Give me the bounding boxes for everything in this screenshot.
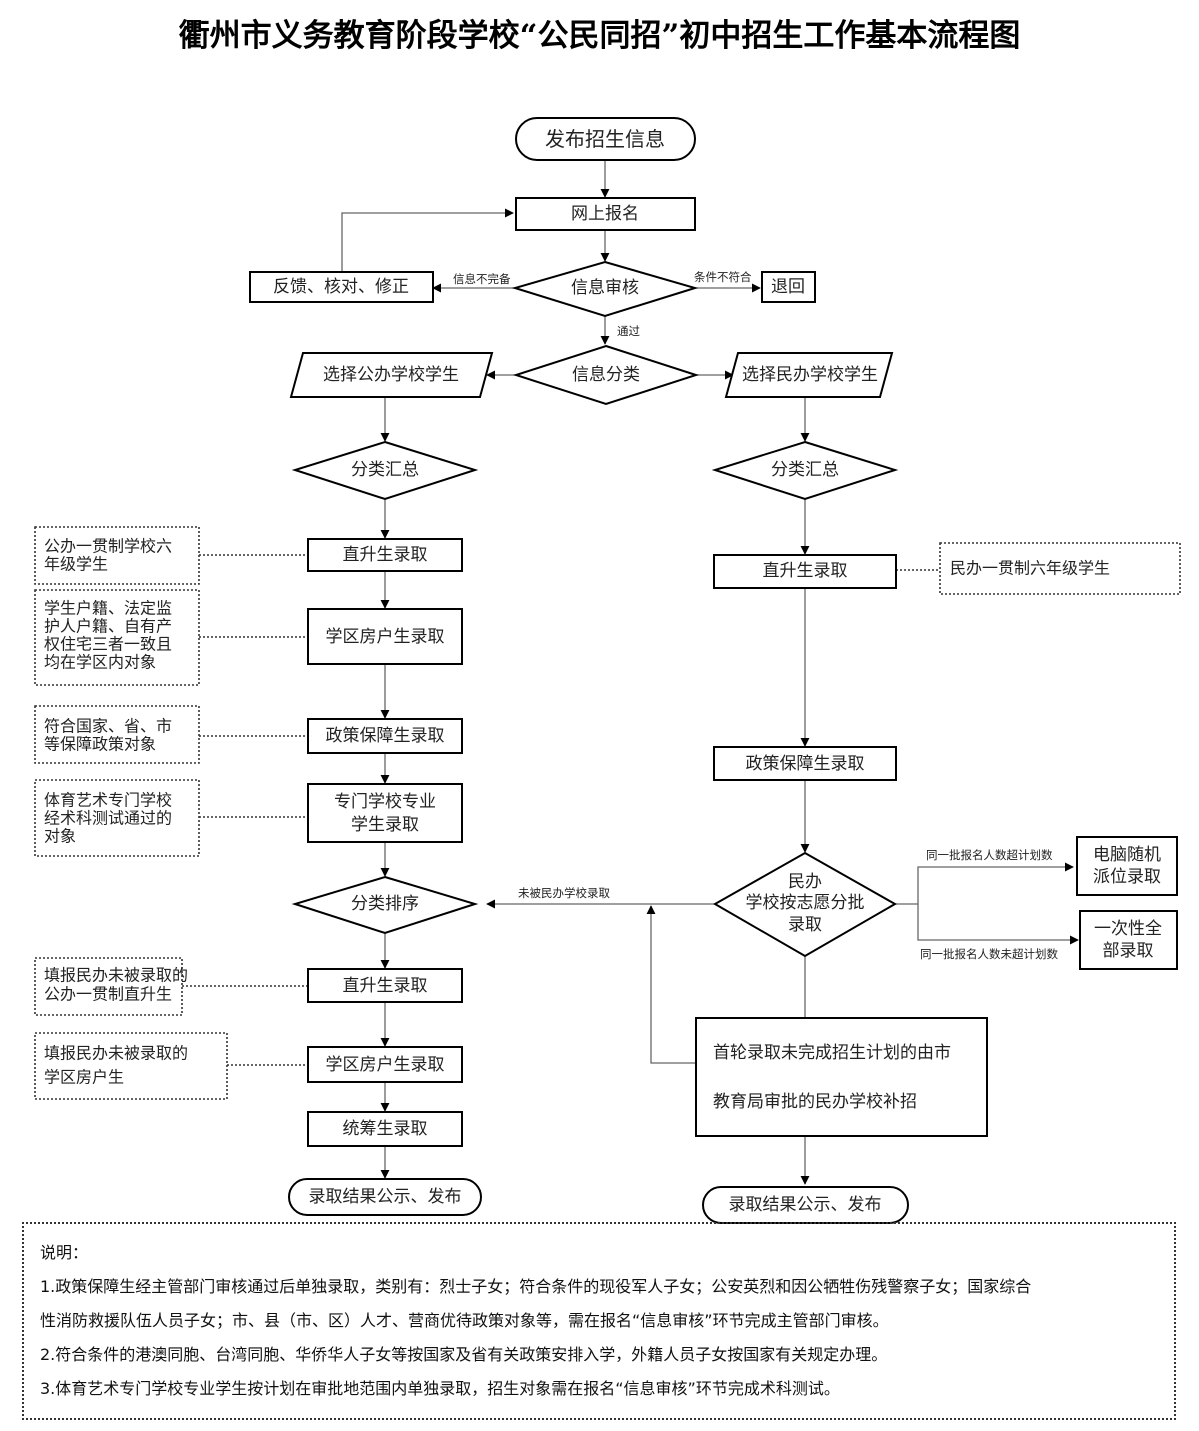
private-direct-box [713, 554, 897, 589]
annotation-box [939, 542, 1181, 595]
annotation-box [34, 589, 200, 686]
signup-box [515, 197, 696, 231]
return-label: 退回 [771, 277, 805, 297]
public-direct-box [307, 538, 463, 572]
edge-feedback-signup [341, 208, 514, 272]
annotation-box [34, 705, 200, 764]
review-diamond [511, 260, 699, 318]
edge-label-passed: 通过 [617, 324, 640, 338]
notes-item: 3.体育艺术专门学校专业学生按计划在审批地范围内单独录取，招生对象需在报名“信息… [40, 1379, 840, 1398]
feedback-box [249, 271, 434, 303]
public-special-label-1: 专门学校专业 [334, 792, 436, 812]
public-district2-label: 学区房户生录取 [326, 1055, 445, 1075]
notes-box: 说明： 1.政策保障生经主管部门审核通过后单独录取，类别有：烈士子女；符合条件的… [22, 1222, 1176, 1420]
edge-label-not-qualified: 条件不符合 [694, 270, 752, 284]
lottery-label-1: 电脑随机 [1093, 845, 1161, 865]
edge-label-not-admitted: 未被民办学校录取 [518, 886, 610, 900]
public-district-box [307, 608, 463, 665]
private-direct-label: 直升生录取 [763, 561, 848, 581]
public-direct2-box [307, 968, 463, 1003]
notes-item: 性消防救援队伍人员子女；市、县（市、区）人才、营商优待政策对象等，需在报名“信息… [40, 1311, 889, 1330]
annot-public-special-3: 对象 [44, 827, 76, 846]
supplement-label-1: 首轮录取未完成招生计划的由市 [713, 1043, 951, 1063]
annot-public-district-3: 权住宅三者一致且 [44, 635, 172, 654]
private-choice-label: 选择民办学校学生 [742, 365, 878, 385]
start-label: 发布招生信息 [545, 127, 665, 151]
edge-label-incomplete: 信息不完备 [453, 272, 511, 286]
start-terminal [515, 117, 696, 161]
annot-public-policy-1: 符合国家、省、市 [44, 717, 172, 736]
public-special-box [307, 783, 463, 843]
public-summary-diamond [291, 440, 479, 501]
return-box [761, 271, 816, 303]
edge-label-under-plan: 同一批报名人数未超计划数 [920, 947, 1058, 961]
supplement-label-2: 教育局审批的民办学校补招 [713, 1092, 917, 1112]
private-choice-parallelogram [724, 352, 894, 398]
public-sort-label: 分类排序 [351, 894, 419, 914]
annot-public-special-1: 体育艺术专门学校 [44, 791, 172, 810]
private-policy-box [713, 746, 897, 781]
annot-private-direct: 民办一贯制六年级学生 [950, 559, 1110, 578]
annot-public-district2-2: 学区房户生 [44, 1068, 124, 1087]
lottery-label-2: 派位录取 [1093, 867, 1161, 887]
edge-supplement-sort [646, 905, 696, 1064]
page-title: 衢州市义务教育阶段学校“公民同招”初中招生工作基本流程图 [178, 18, 1021, 54]
public-overall-label: 统筹生录取 [343, 1119, 428, 1139]
private-end-label: 录取结果公示、发布 [729, 1195, 882, 1215]
annotation-box [34, 1032, 228, 1100]
all-admit-label-2: 部录取 [1103, 941, 1154, 961]
public-overall-box [307, 1111, 463, 1147]
public-sort-diamond [291, 875, 479, 935]
public-choice-label: 选择公办学校学生 [323, 365, 459, 385]
public-policy-label: 政策保障生录取 [326, 726, 445, 746]
public-direct2-label: 直升生录取 [343, 976, 428, 996]
annot-public-direct2-1: 填报民办未被录取的 [44, 966, 188, 985]
private-policy-label: 政策保障生录取 [746, 754, 865, 774]
annotation-box [34, 957, 183, 1016]
public-summary-label: 分类汇总 [351, 460, 419, 480]
annot-public-district-2: 护人户籍、自有产 [44, 617, 172, 636]
annot-public-direct-1: 公办一贯制学校六 [44, 537, 172, 556]
annot-public-district-1: 学生户籍、法定监 [44, 599, 172, 618]
review-label: 信息审核 [571, 278, 639, 298]
public-direct-label: 直升生录取 [343, 545, 428, 565]
edge-batch-alladmit [917, 904, 1079, 945]
edge-label-over-plan: 同一批报名人数超计划数 [926, 848, 1053, 862]
annotation-box [34, 779, 200, 857]
public-end-label: 录取结果公示、发布 [309, 1187, 462, 1207]
annot-public-district-4: 均在学区内对象 [44, 653, 156, 672]
classify-diamond [512, 344, 700, 406]
public-district-label: 学区房户生录取 [326, 627, 445, 647]
supplement-box [695, 1017, 988, 1137]
annot-public-direct-2: 年级学生 [44, 555, 108, 574]
public-choice-parallelogram [289, 352, 494, 398]
all-admit-box [1079, 910, 1178, 970]
signup-label: 网上报名 [571, 204, 639, 224]
private-batch-diamond [712, 851, 898, 958]
private-batch-label-1: 民办 [788, 872, 822, 892]
public-end-terminal [288, 1178, 482, 1216]
private-summary-label: 分类汇总 [771, 460, 839, 480]
annot-public-policy-2: 等保障政策对象 [44, 735, 156, 754]
edge-batch-lottery [895, 862, 1074, 905]
private-batch-label-2: 学校按志愿分批 [746, 893, 865, 913]
private-summary-diamond [711, 440, 899, 501]
all-admit-label-1: 一次性全 [1094, 919, 1162, 939]
annot-public-direct2-2: 公办一贯制直升生 [44, 985, 172, 1004]
public-special-label-2: 学生录取 [351, 815, 419, 835]
classify-label: 信息分类 [572, 365, 640, 385]
notes-item: 1.政策保障生经主管部门审核通过后单独录取，类别有：烈士子女；符合条件的现役军人… [40, 1277, 1032, 1296]
public-policy-box [307, 718, 463, 754]
public-district2-box [307, 1046, 463, 1083]
notes-item: 2.符合条件的港澳同胞、台湾同胞、华侨华人子女等按国家及省有关政策安排入学，外籍… [40, 1345, 888, 1364]
annotation-box [34, 526, 200, 585]
notes-heading: 说明： [40, 1243, 89, 1262]
annot-public-special-2: 经术科测试通过的 [44, 809, 172, 828]
private-batch-label-3: 录取 [788, 915, 822, 935]
lottery-box [1076, 836, 1178, 896]
annot-public-district2-1: 填报民办未被录取的 [44, 1044, 188, 1063]
feedback-label: 反馈、核对、修正 [273, 277, 409, 297]
